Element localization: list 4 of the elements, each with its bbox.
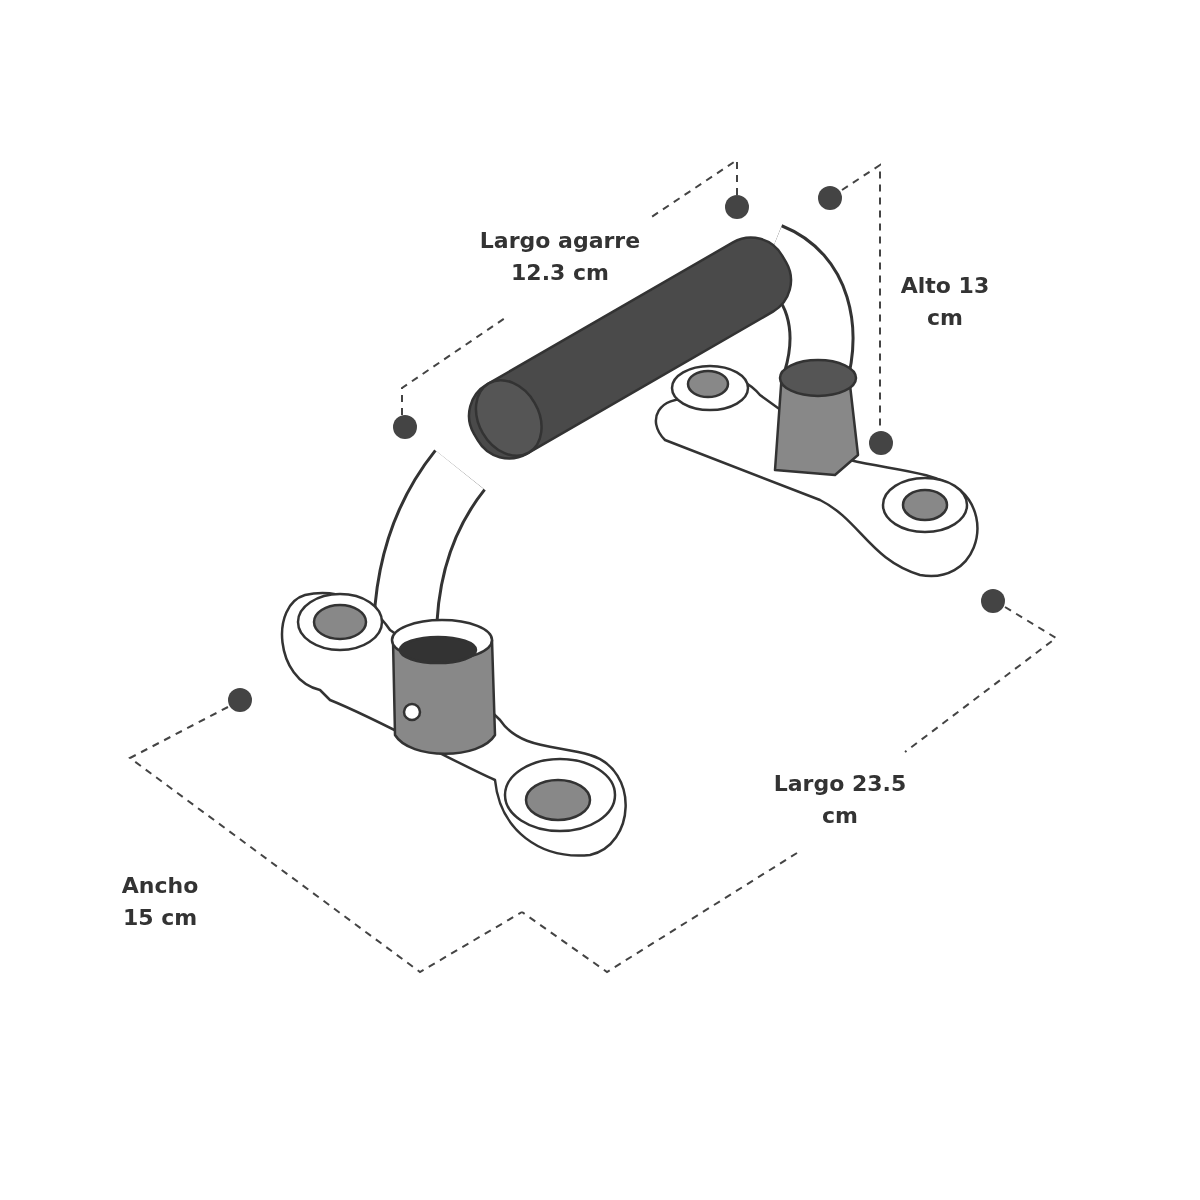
dimension-label: Ancho 15 cm [120, 872, 200, 932]
dimension-label: Largo agarre 12.3 cm [478, 227, 642, 287]
dimension-label: Largo 23.5 cm [772, 770, 908, 830]
dimension-label: Alto 13 cm [899, 272, 991, 332]
